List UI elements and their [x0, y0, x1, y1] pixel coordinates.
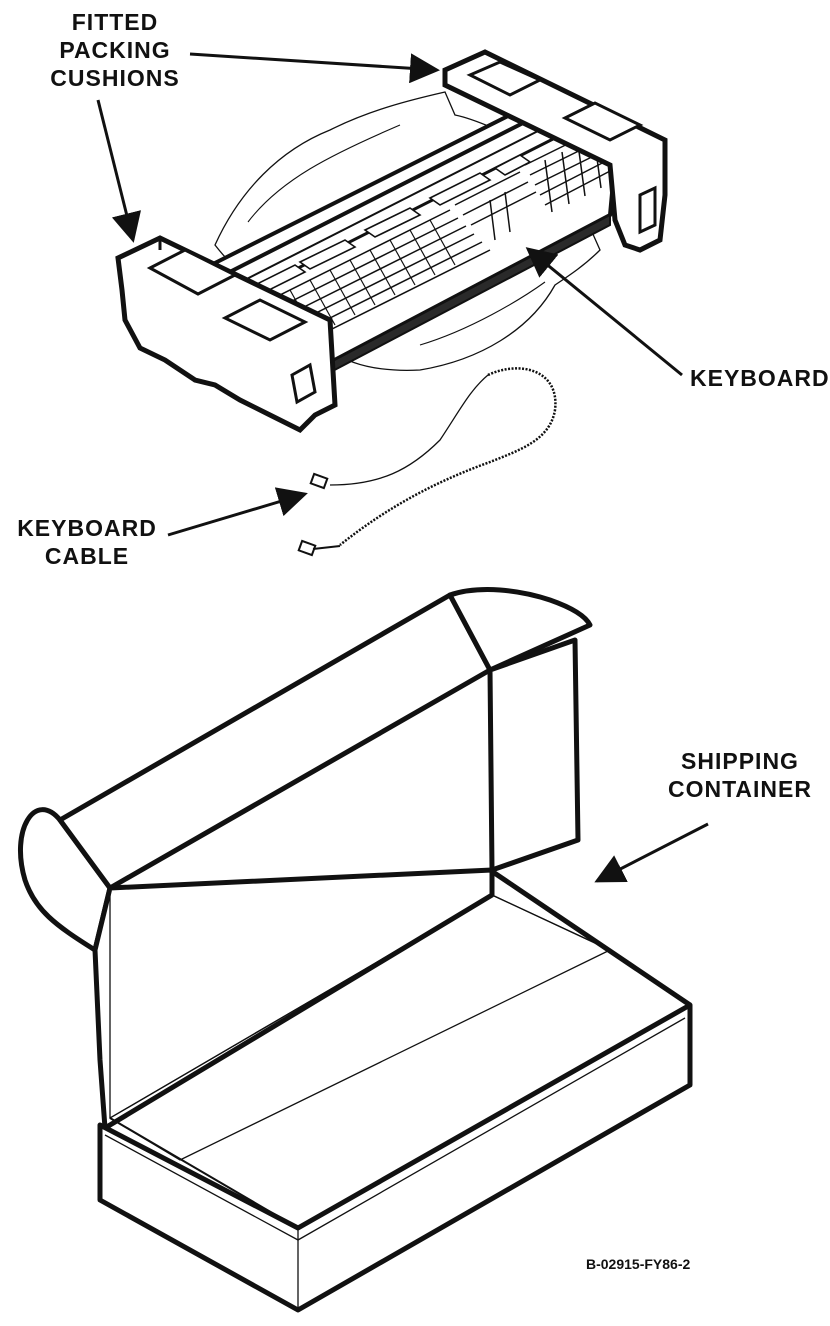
- figure-code: B-02915-FY86-2: [586, 1256, 691, 1272]
- label-fitted-packing-cushions: FITTED PACKING CUSHIONS: [50, 8, 180, 92]
- right-packing-cushion: [442, 49, 668, 253]
- container-lid: [18, 587, 593, 953]
- label-line: FITTED: [71, 9, 159, 35]
- leader-arrows: [96, 52, 709, 883]
- keyboard-cable: [297, 367, 557, 557]
- label-line: SHIPPING: [681, 748, 799, 774]
- label-line: CABLE: [44, 543, 130, 569]
- arrow-cushion-right: [189, 52, 440, 84]
- label-line: CUSHIONS: [50, 65, 180, 91]
- cable-connector-lower: [297, 539, 317, 557]
- cable-connector-upper: [309, 472, 329, 490]
- arrow-cable: [167, 487, 308, 537]
- label-line: CONTAINER: [667, 776, 812, 802]
- label-shipping-container: SHIPPING CONTAINER: [660, 747, 820, 803]
- label-keyboard: KEYBOARD: [690, 365, 830, 391]
- arrow-container: [594, 822, 709, 883]
- container-body: [92, 867, 693, 1313]
- left-packing-cushion: [115, 235, 338, 434]
- shipping-container: [18, 587, 693, 1313]
- keyboard-assembly: [115, 49, 668, 434]
- arrow-keyboard: [525, 247, 683, 377]
- arrow-cushion-left: [96, 99, 142, 243]
- label-keyboard-cable: KEYBOARD CABLE: [8, 514, 166, 570]
- label-line: KEYBOARD: [17, 515, 157, 541]
- label-line: PACKING: [59, 37, 171, 63]
- keyboard: [202, 107, 618, 377]
